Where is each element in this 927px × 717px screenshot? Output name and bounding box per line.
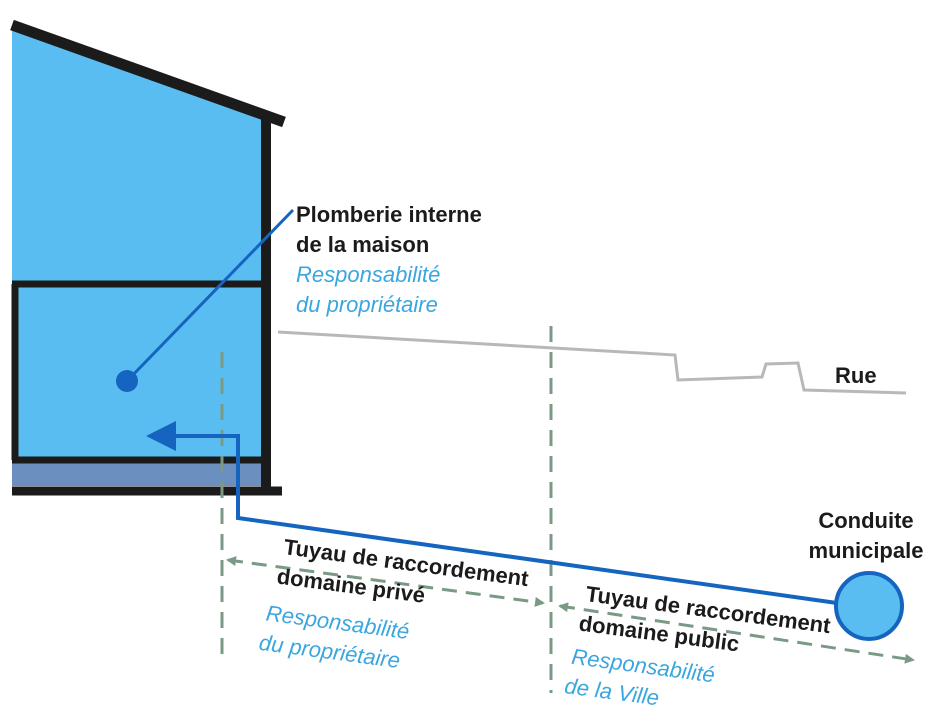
house-plumbing-title-1: Plomberie interne [296,202,482,227]
house [10,19,286,496]
service-connection-pipe [165,434,859,608]
private-extent-arrow [226,556,545,607]
house-body [12,25,266,460]
house-plumbing-title-2: de la maison [296,232,429,257]
house-plumbing-responsibility-2: du propriétaire [296,292,438,317]
municipal-main-label: Conduite municipale [809,508,924,563]
public-segment-responsibility-2: de la Ville [563,673,660,710]
house-plumbing-responsibility-1: Responsabilité [296,262,440,287]
private-segment-label: Tuyau de raccordement domaine privé Resp… [258,534,531,673]
public-extent-arrow [558,602,915,664]
public-segment-label: Tuyau de raccordement domaine public Res… [563,581,833,710]
municipal-main-pipe [834,571,904,641]
interior-plumbing-leader [125,208,295,383]
municipal-main-title-1: Conduite [818,508,913,533]
street-label: Rue [835,363,877,388]
interior-plumbing-dot [116,370,138,392]
house-roof-line [10,19,286,128]
flow-direction-arrowhead [146,421,176,451]
municipal-main-title-2: municipale [809,538,924,563]
house-foundation [12,460,266,486]
street-profile-line [277,330,907,395]
house-plumbing-label: Plomberie interne de la maison Responsab… [296,202,482,317]
